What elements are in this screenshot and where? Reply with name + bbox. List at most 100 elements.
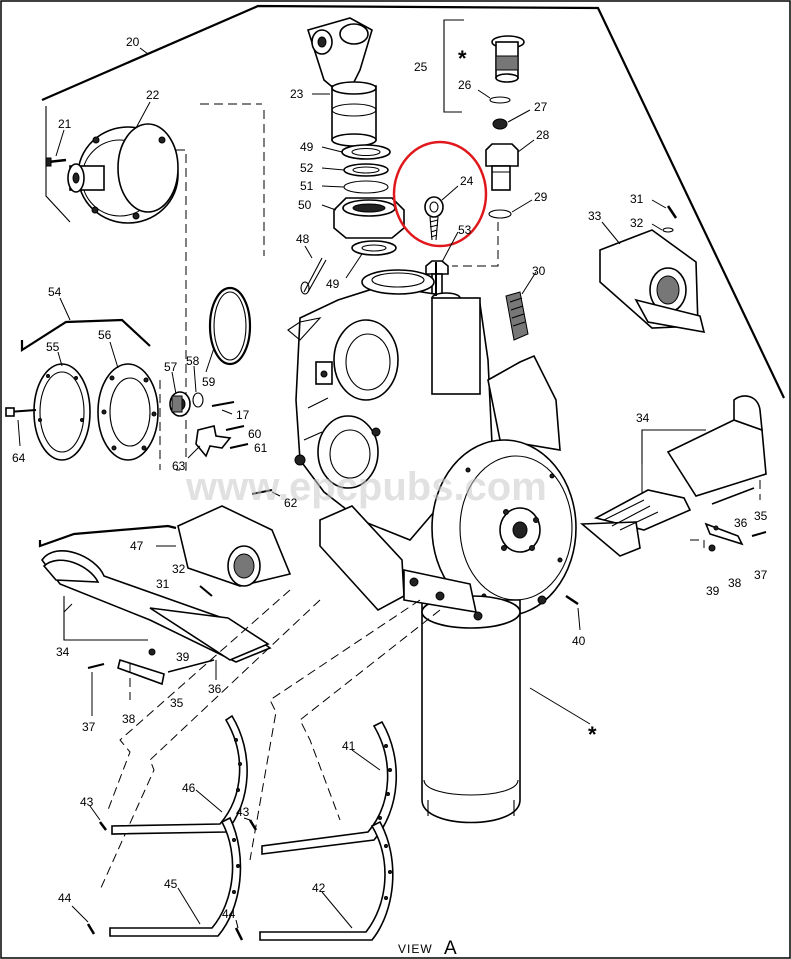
- part-44b-screw: [234, 927, 244, 941]
- part-22-flange: [67, 123, 179, 224]
- part-52-ring: [343, 163, 389, 177]
- part-49-ring: [341, 144, 391, 160]
- part-33-cover: [599, 229, 706, 334]
- callout-35-left: 35: [170, 696, 184, 710]
- callout-45: 45: [164, 877, 178, 891]
- callout-54: 54: [48, 285, 62, 299]
- callout-49-upper: 49: [300, 140, 314, 154]
- callout-24: 24: [460, 174, 474, 188]
- part-27-ball: [492, 118, 508, 130]
- part-32-washer: [662, 227, 674, 233]
- callout-25: 25: [414, 60, 428, 74]
- base-bracket: [319, 505, 547, 621]
- callout-53: 53: [458, 223, 472, 237]
- callout-21: 21: [58, 117, 72, 131]
- callout-57: 57: [164, 360, 178, 374]
- part-28-fitting: [485, 143, 519, 191]
- callout-30: 30: [532, 264, 546, 278]
- callout-62: 62: [284, 496, 298, 510]
- callout-52: 52: [300, 161, 314, 175]
- callout-32-upper: 32: [630, 216, 644, 230]
- callout-36-right: 36: [734, 516, 748, 530]
- part-25-plug: [491, 35, 525, 83]
- part-57-bearing: [169, 391, 191, 417]
- callout-58: 58: [186, 354, 200, 368]
- part-36-rod-left: [167, 659, 215, 673]
- part-37-screw-left: [87, 663, 105, 669]
- asterisk-upper: *: [458, 46, 467, 71]
- part-60-screw: [225, 425, 245, 431]
- callout-59: 59: [202, 375, 216, 389]
- part-39-washer: [708, 544, 716, 552]
- callout-26: 26: [458, 78, 472, 92]
- callout-35-right: 35: [754, 509, 768, 523]
- callout-38-right: 38: [728, 576, 742, 590]
- part-38-bar-right: [704, 522, 744, 546]
- callout-63: 63: [172, 459, 186, 473]
- part-31-screw: [666, 205, 678, 219]
- callout-39-right: 39: [706, 584, 720, 598]
- part-42-arc: [259, 820, 394, 941]
- callout-49-lower: 49: [326, 277, 340, 291]
- part-29-oring: [488, 209, 512, 219]
- view-label-letter: A: [444, 938, 457, 959]
- bracket-34-left: [63, 596, 148, 641]
- callout-37-left: 37: [82, 720, 96, 734]
- bracket-25: [443, 19, 464, 113]
- callout-48: 48: [296, 232, 310, 246]
- bracket-lower-left: [38, 524, 177, 548]
- asterisk-lower: *: [588, 722, 597, 747]
- part-36-rod: [711, 487, 755, 505]
- callout-61: 61: [254, 441, 268, 455]
- callout-43-left: 43: [80, 795, 94, 809]
- part-23-fitting: [306, 17, 377, 147]
- part-58-washer: [192, 392, 204, 408]
- callout-56: 56: [98, 328, 112, 342]
- callout-50: 50: [298, 198, 312, 212]
- callout-17: 17: [236, 408, 250, 422]
- callout-46: 46: [182, 781, 196, 795]
- part-37-screw: [751, 531, 767, 537]
- callout-40: 40: [572, 634, 586, 648]
- callout-33: 33: [588, 209, 602, 223]
- lower-cylinder: [421, 595, 521, 824]
- callout-23: 23: [290, 87, 304, 101]
- callout-32-lower: 32: [172, 562, 186, 576]
- callout-29: 29: [534, 190, 548, 204]
- part-39-washer-left: [148, 648, 156, 656]
- callout-34-right: 34: [636, 411, 650, 425]
- callout-51: 51: [300, 179, 314, 193]
- part-50-nut: [333, 197, 405, 239]
- callout-labels: 20 21 22 23 25 26 27 28 29 24 53 49 52 5…: [12, 35, 768, 921]
- part-38-bar-left: [117, 658, 165, 686]
- main-housing: [287, 269, 493, 541]
- highlight-circle: [392, 140, 488, 248]
- callout-43-right: 43: [236, 805, 250, 819]
- bracket-54: [20, 318, 151, 353]
- callout-55: 55: [46, 340, 60, 354]
- part-43-screw: [99, 821, 107, 831]
- part-24-eyebolt: [424, 196, 444, 241]
- callout-22: 22: [146, 88, 160, 102]
- part-47-cover: [177, 505, 292, 587]
- part-46-arc: [111, 714, 248, 835]
- part-59-ring: [208, 286, 252, 366]
- callout-44-right: 44: [222, 907, 236, 921]
- callout-37-right: 37: [754, 568, 768, 582]
- part-61-screw: [229, 443, 249, 449]
- callout-36-left: 36: [208, 682, 222, 696]
- callout-27: 27: [534, 100, 548, 114]
- callout-64: 64: [12, 451, 26, 465]
- callout-20: 20: [126, 35, 140, 49]
- part-55-gasket: [33, 363, 91, 461]
- part-17-screw: [211, 401, 235, 407]
- callout-44-left: 44: [58, 891, 72, 905]
- callout-41: 41: [342, 739, 356, 753]
- drive-flywheel: [431, 354, 577, 617]
- part-34-cover-right: [579, 395, 767, 557]
- assembly-frame: [41, 4, 785, 399]
- callout-38-left: 38: [122, 712, 136, 726]
